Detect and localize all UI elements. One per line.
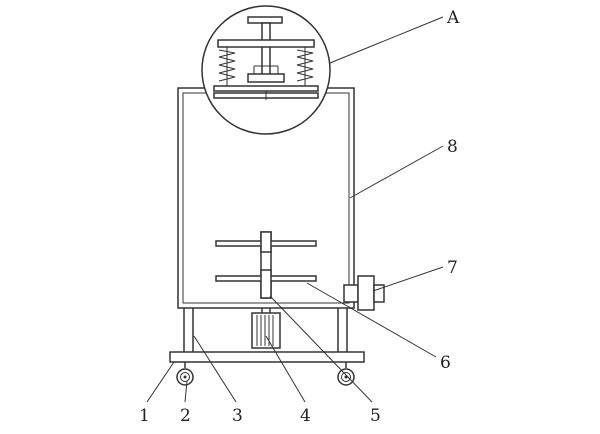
detail-view-a — [201, 5, 331, 135]
callout-label-5: 5 — [370, 406, 381, 426]
support-legs — [183, 308, 348, 352]
callout-label-a: A — [446, 8, 460, 28]
callout-label-7: 7 — [447, 258, 458, 278]
callout-label-3: 3 — [232, 406, 243, 426]
callout-label-2: 2 — [180, 406, 191, 426]
wheel-right — [337, 362, 355, 386]
stirring-blade-lower — [215, 269, 317, 299]
base-plate — [169, 351, 365, 363]
outlet-valve — [343, 275, 385, 311]
callout-label-1: 1 — [139, 406, 150, 426]
callout-label-4: 4 — [300, 406, 311, 426]
callout-label-8: 8 — [447, 137, 458, 157]
motor — [251, 308, 281, 349]
wheel-left — [176, 362, 194, 386]
stirring-blade-upper — [215, 231, 317, 253]
leader-lines — [146, 16, 444, 403]
callout-label-6: 6 — [440, 353, 451, 373]
